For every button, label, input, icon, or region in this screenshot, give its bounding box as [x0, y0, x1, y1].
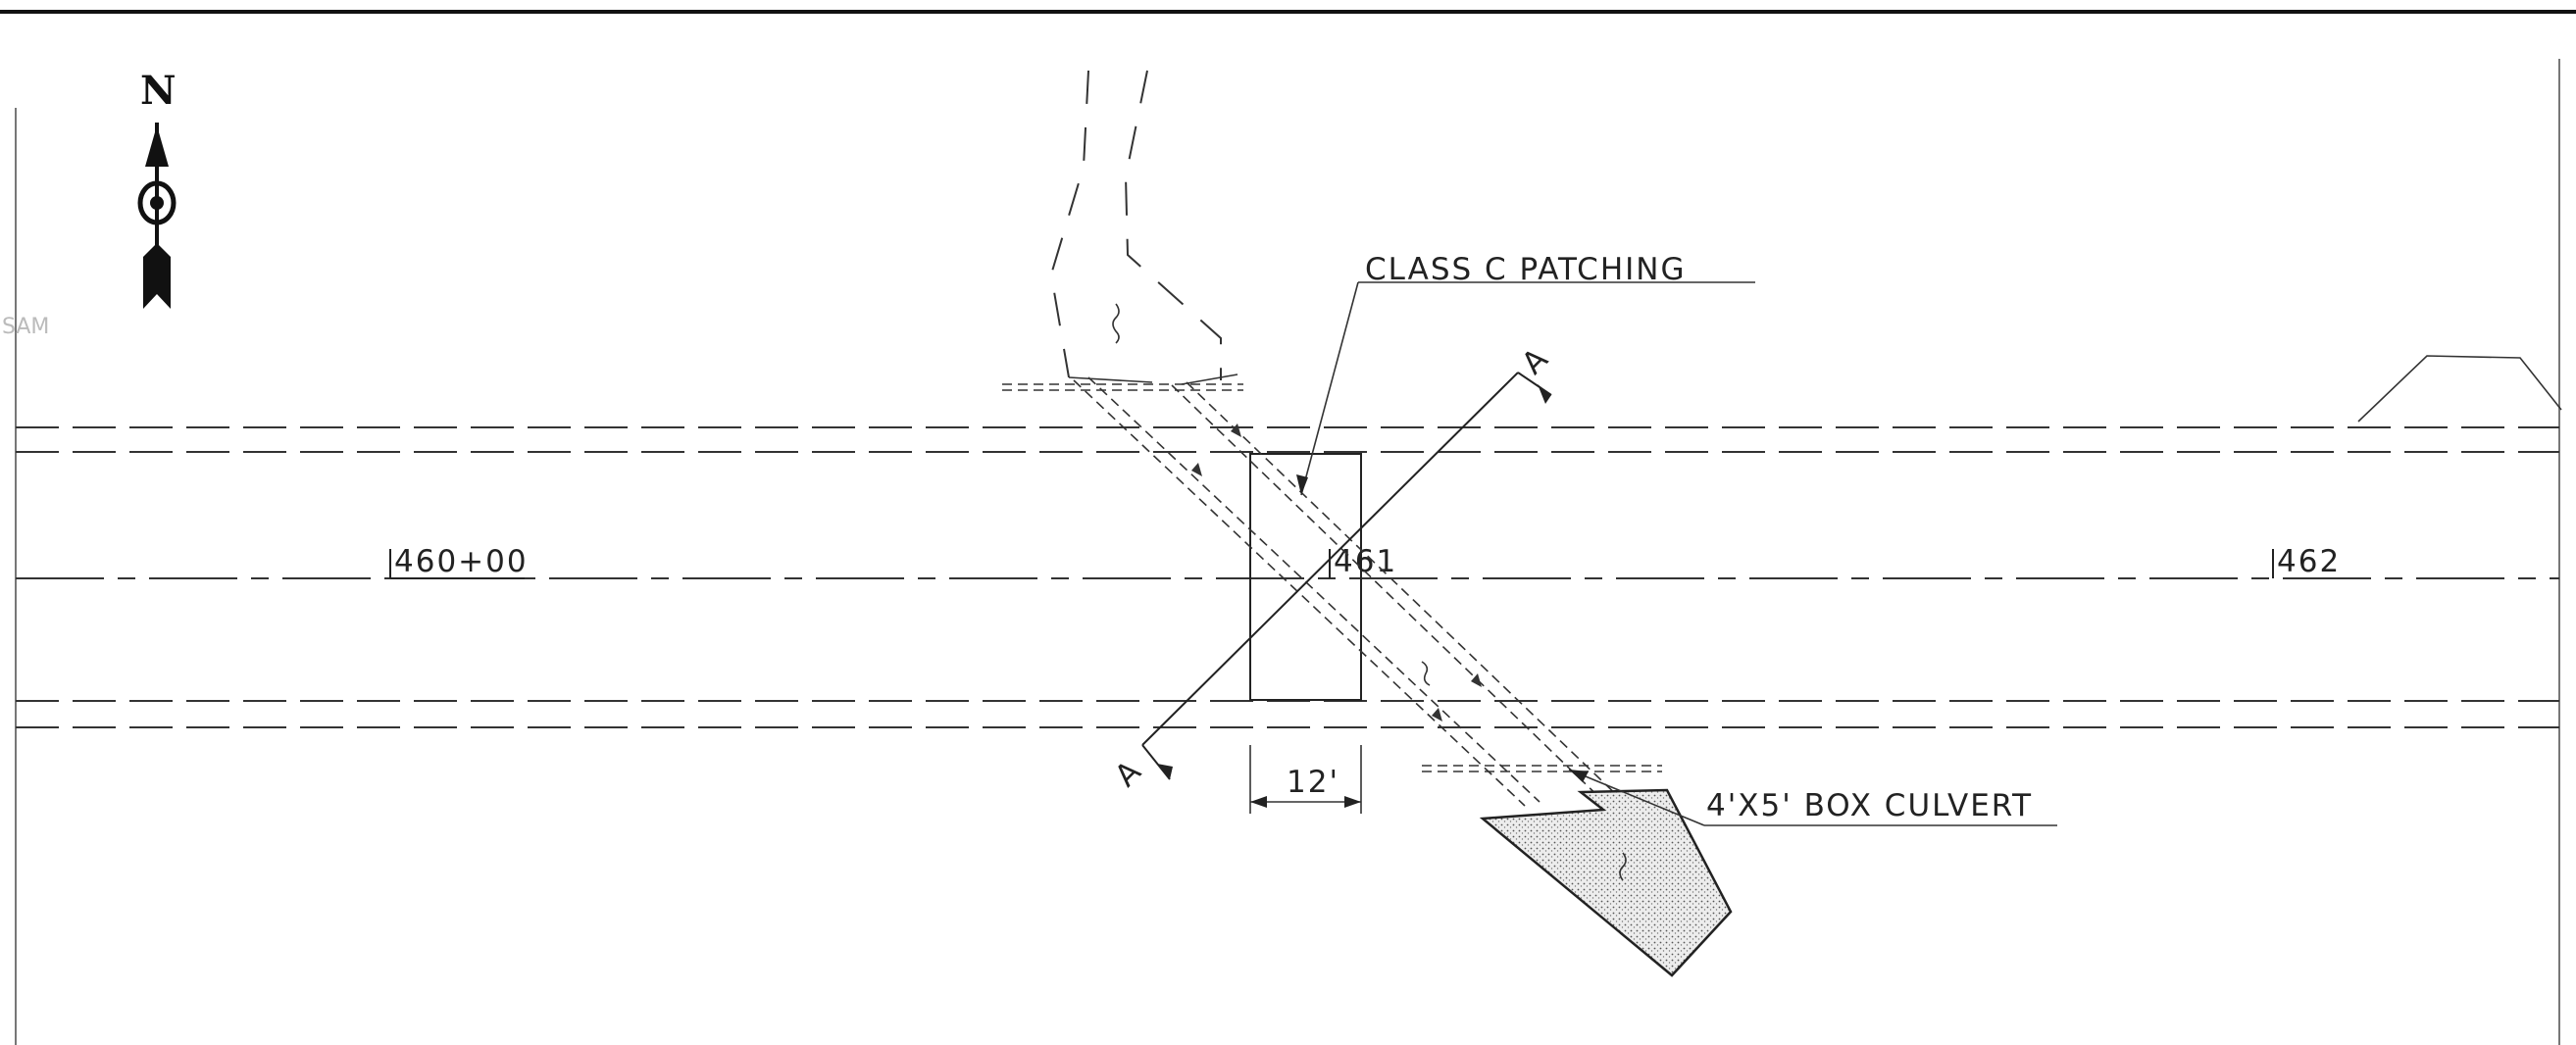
svg-text:12': 12' [1287, 765, 1339, 800]
station-462: 462 [2272, 544, 2341, 579]
box-culvert [1073, 376, 1625, 807]
margin-mark: SAM [2, 315, 49, 339]
north-arrow-icon: N [137, 68, 177, 309]
svg-text:462: 462 [2277, 544, 2341, 579]
patching-area [1249, 453, 1362, 701]
svg-text:CLASS C PATCHING: CLASS C PATCHING [1365, 252, 1686, 287]
outlet-riprap [1479, 788, 1733, 977]
svg-text:4'X5' BOX CULVERT: 4'X5' BOX CULVERT [1706, 788, 2033, 823]
station-460: 460+00 [389, 544, 529, 579]
dimension-12ft: 12' [1249, 745, 1362, 814]
north-channel [1049, 70, 1238, 385]
callout-class-c-patching: CLASS C PATCHING [1296, 252, 1755, 496]
callout-box-culvert: 4'X5' BOX CULVERT [1568, 769, 2057, 826]
svg-text:460+00: 460+00 [394, 544, 529, 579]
section-label-bottom: A [1108, 753, 1149, 794]
north-headwall [1002, 383, 1243, 391]
section-cut-a: A A [1108, 340, 1556, 794]
roadside-feature [2357, 355, 2562, 423]
south-headwall [1422, 765, 1662, 772]
svg-text:N: N [140, 68, 177, 114]
